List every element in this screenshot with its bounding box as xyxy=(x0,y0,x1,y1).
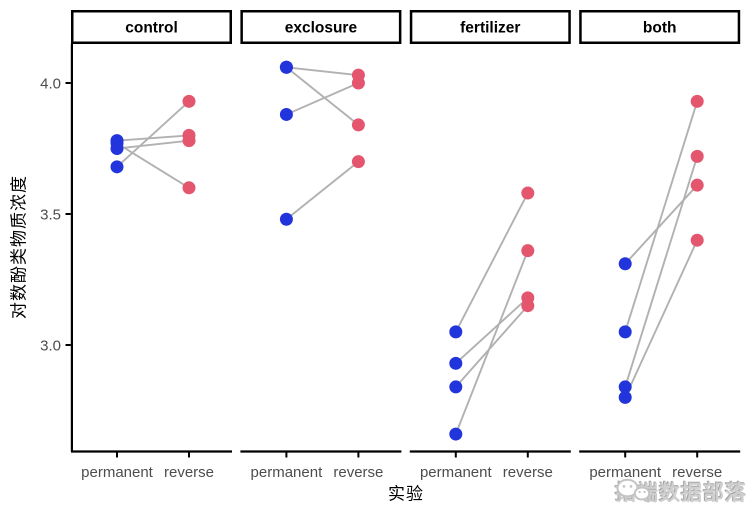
data-point-reverse xyxy=(690,94,704,108)
data-point-reverse xyxy=(690,233,704,247)
pair-line xyxy=(116,142,190,189)
facet-label: exclosure xyxy=(285,20,358,37)
pair-line xyxy=(116,139,190,150)
y-tick-label: 4.0 xyxy=(40,75,61,92)
data-point-reverse xyxy=(690,178,704,192)
facet-strip xyxy=(579,10,741,44)
pair-line xyxy=(455,297,529,365)
facet-label: both xyxy=(643,20,677,37)
pair-line xyxy=(624,184,698,265)
x-tick-label: reverse xyxy=(164,464,214,481)
x-tick-label: permanent xyxy=(81,464,154,481)
x-tick-label: permanent xyxy=(251,464,324,481)
pair-line xyxy=(454,192,529,333)
x-tick-label: permanent xyxy=(420,464,493,481)
facet-label: control xyxy=(125,20,178,37)
pair-line xyxy=(624,101,699,333)
data-point-permanent xyxy=(279,60,293,74)
data-point-permanent xyxy=(279,107,293,121)
data-point-permanent xyxy=(110,160,124,174)
y-axis-title: 对数酚类物质浓度 xyxy=(9,175,29,319)
y-tick-label: 3.5 xyxy=(40,206,61,223)
pair-line xyxy=(285,160,359,220)
pair-line xyxy=(116,100,190,168)
pair-line xyxy=(286,66,359,77)
facet-strip xyxy=(71,10,232,44)
x-tick-label: reverse xyxy=(672,464,722,481)
facet-strip xyxy=(409,10,571,44)
wechat-icon xyxy=(616,478,651,503)
data-point-reverse xyxy=(182,134,196,148)
data-point-reverse xyxy=(521,299,535,313)
data-point-permanent xyxy=(449,325,463,339)
data-point-permanent xyxy=(618,325,632,339)
facet-label: fertilizer xyxy=(460,20,520,37)
pair-line xyxy=(116,134,190,142)
x-tick-label: reverse xyxy=(333,464,383,481)
data-point-reverse xyxy=(521,186,535,200)
data-point-reverse xyxy=(351,118,365,132)
data-point-permanent xyxy=(449,427,463,441)
data-point-permanent xyxy=(449,356,463,370)
data-point-permanent xyxy=(449,380,463,394)
watermark-text: 拓端数据部落 xyxy=(615,482,747,505)
data-point-reverse xyxy=(351,155,365,169)
pair-line xyxy=(454,250,529,435)
x-tick-label: permanent xyxy=(589,464,662,481)
data-point-permanent xyxy=(618,380,632,394)
x-axis-title: 实验 xyxy=(388,484,424,504)
data-point-permanent xyxy=(110,136,124,150)
pair-line xyxy=(624,156,699,388)
pair-line xyxy=(285,66,359,126)
y-tick-label: 3.0 xyxy=(40,337,61,354)
watermark: 拓端数据部落 xyxy=(615,477,747,507)
data-point-reverse xyxy=(182,94,196,108)
pair-line xyxy=(455,305,529,388)
facet-strip xyxy=(240,10,402,44)
data-point-permanent xyxy=(618,390,632,404)
pair-line xyxy=(286,82,359,116)
data-point-reverse xyxy=(182,181,196,195)
data-point-permanent xyxy=(279,212,293,226)
data-point-reverse xyxy=(351,76,365,90)
data-point-reverse xyxy=(690,149,704,163)
data-point-permanent xyxy=(618,257,632,271)
x-tick-label: reverse xyxy=(503,464,553,481)
pair-line xyxy=(624,239,699,398)
data-point-reverse xyxy=(521,244,535,258)
